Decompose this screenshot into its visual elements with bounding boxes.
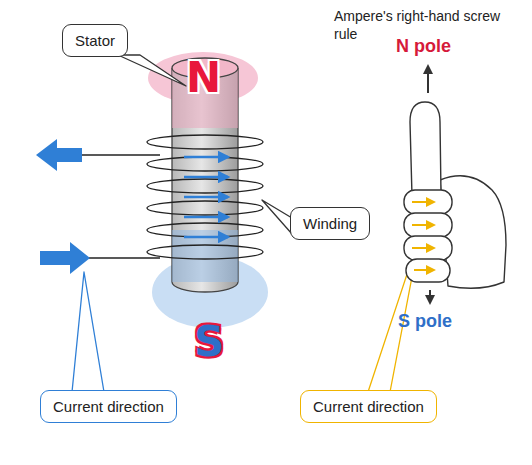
coil-turn [147,157,263,171]
coil-turn [147,245,263,259]
callout-text: Current direction [313,398,424,415]
pole-letter: S [194,316,224,369]
callout-text: Stator [75,32,115,49]
callout-tail [262,200,292,234]
right-hand [404,102,506,288]
n-pole-arrow [427,66,429,93]
flux-arrow [184,236,228,239]
flux-arrow [184,196,228,199]
flux-arrow [184,216,228,219]
current-arrow [36,139,82,171]
pole-letter: N [186,52,221,105]
callout-tail [72,272,104,392]
flux-arrow [184,176,228,179]
callout-text: Winding [303,215,357,232]
callout-box: Winding [290,207,370,240]
callout-box: Current direction [40,390,177,423]
s-pole-arrow [429,290,431,303]
coil-turn [147,223,263,237]
flux-arrows [184,157,228,237]
coil-turn [147,179,263,193]
finger-current-arrows [412,202,434,270]
flux-arrow [184,156,228,159]
pole-label: S pole [398,310,452,333]
coil-turn [147,135,263,149]
callout-text: Current direction [53,398,164,415]
callout-tail [118,55,186,86]
lead-wire [80,154,160,155]
lead-wire [88,257,160,258]
n-pole-glow [148,52,258,104]
callout-box: Stator [62,24,128,57]
current-arrow [40,242,90,274]
callout-box: Current direction [300,390,437,423]
pole-label: N pole [396,35,451,58]
winding-coil [147,135,263,259]
coil-turn [147,201,263,215]
